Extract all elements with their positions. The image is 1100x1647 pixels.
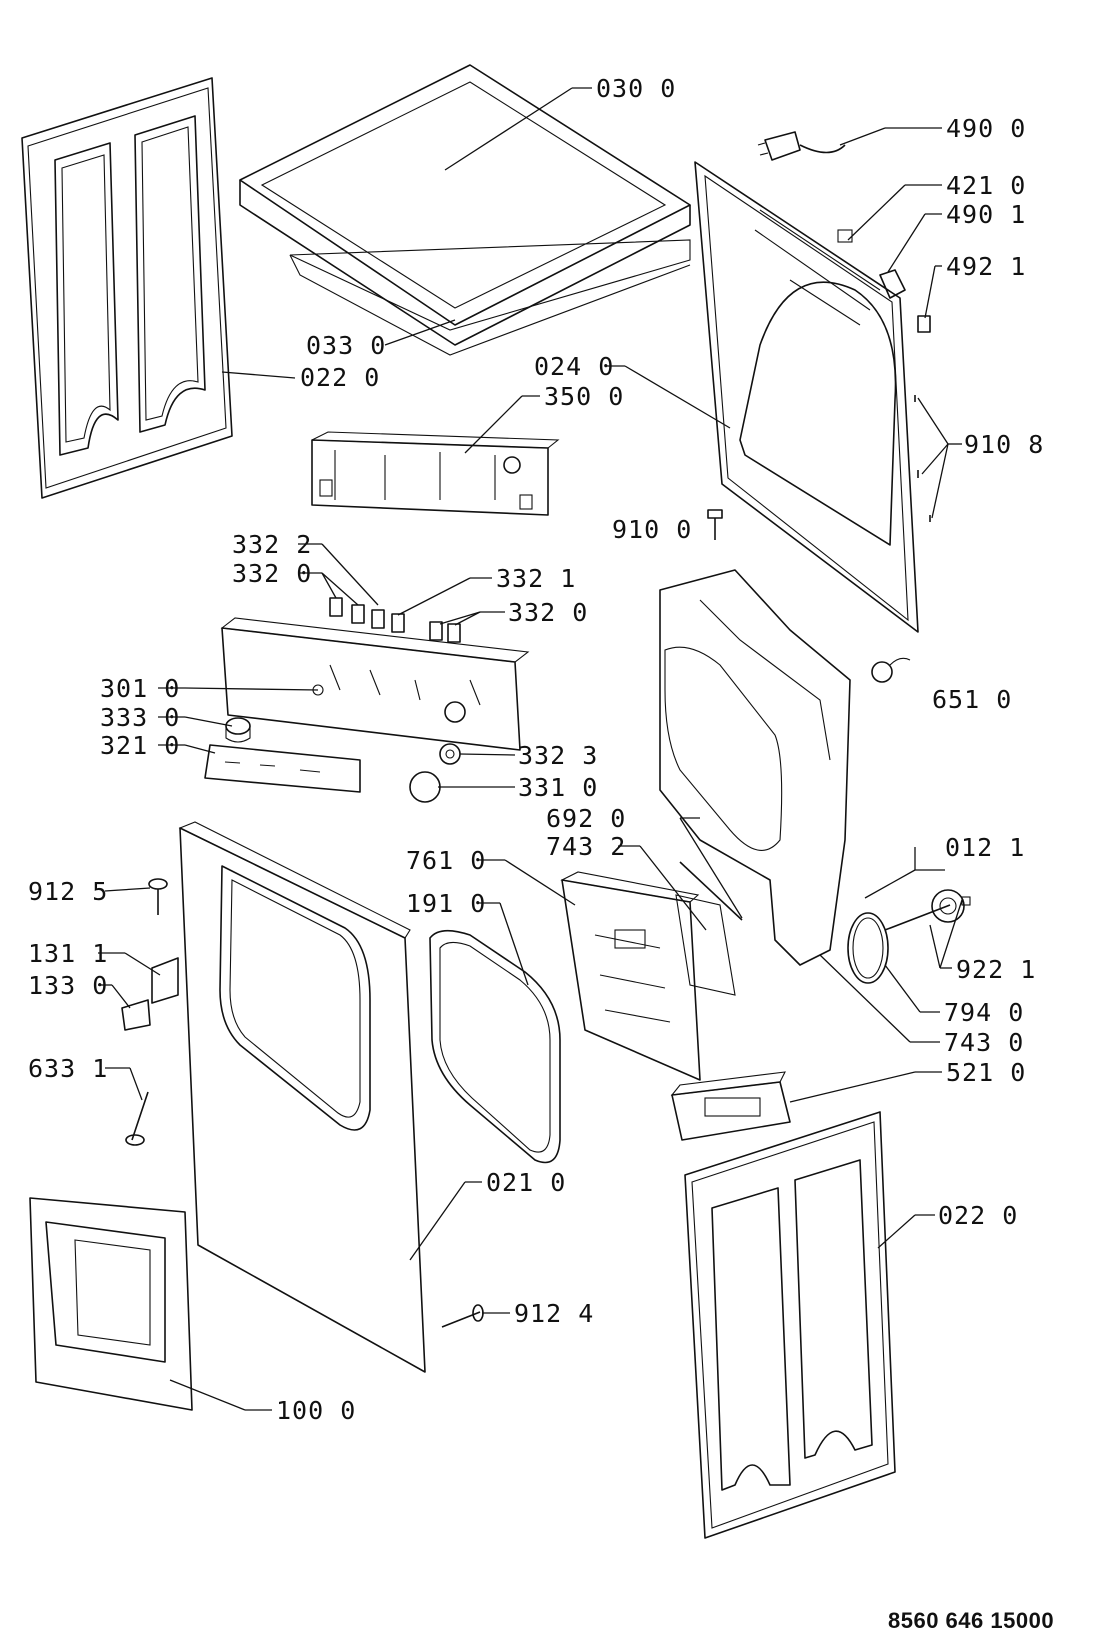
connector-parts	[879, 269, 931, 333]
door-lock	[121, 957, 179, 1031]
callout-912-4: 912 4	[514, 1299, 594, 1328]
callout-794-0: 794 0	[944, 998, 1024, 1027]
side-panel-left	[21, 77, 233, 499]
drive-belt	[847, 912, 889, 984]
callout-692-0: 692 0	[546, 804, 626, 833]
power-cord	[757, 131, 846, 161]
callout-024-0: 024 0	[534, 352, 614, 381]
callout-133-0: 133 0	[28, 971, 108, 1000]
callout-022-0-right: 022 0	[938, 1201, 1018, 1230]
callout-912-5: 912 5	[28, 877, 108, 906]
callout-331-0: 331 0	[518, 773, 598, 802]
callout-743-0: 743 0	[944, 1028, 1024, 1057]
kick-plate	[29, 1197, 193, 1411]
control-panel	[220, 617, 530, 751]
display-plate	[204, 744, 361, 793]
callout-321-0: 321 0	[100, 731, 180, 760]
callout-131-1: 131 1	[28, 939, 108, 968]
callout-030-0: 030 0	[596, 74, 676, 103]
control-board	[311, 431, 560, 516]
callout-922-1: 922 1	[956, 955, 1036, 984]
callout-301-0: 301 0	[100, 674, 180, 703]
callout-910-0: 910 0	[612, 515, 692, 544]
back-panel	[694, 161, 919, 633]
callout-421-0: 421 0	[946, 171, 1026, 200]
lint-filter	[560, 871, 701, 1081]
callout-743-2: 743 2	[546, 832, 626, 861]
filter-743-2	[675, 894, 736, 996]
callout-332-1: 332 1	[496, 564, 576, 593]
callout-633-1: 633 1	[28, 1054, 108, 1083]
callout-350-0: 350 0	[544, 382, 624, 411]
hinge-pin	[125, 1091, 149, 1146]
motor-pulley	[884, 889, 971, 931]
program-knob	[409, 743, 461, 803]
front-panel	[178, 821, 426, 1373]
callout-761-0: 761 0	[406, 846, 486, 875]
callout-033-0: 033 0	[306, 331, 386, 360]
callout-332-2: 332 2	[232, 530, 312, 559]
callout-332-0-left: 332 0	[232, 559, 312, 588]
side-panel-right	[684, 1111, 896, 1539]
callout-100-0: 100 0	[276, 1396, 356, 1425]
callout-332-0-right: 332 0	[508, 598, 588, 627]
callout-490-0: 490 0	[946, 114, 1026, 143]
callout-490-1: 490 1	[946, 200, 1026, 229]
door-gasket	[429, 929, 561, 1164]
button-keys	[329, 597, 461, 643]
callout-022-0-left: 022 0	[300, 363, 380, 392]
leader-lines	[98, 87, 963, 1411]
callout-492-1: 492 1	[946, 252, 1026, 281]
callout-332-3: 332 3	[518, 741, 598, 770]
screw-912-4	[441, 1304, 484, 1328]
bearing-651	[871, 657, 911, 683]
document-number: 8560 646 15000	[888, 1608, 1055, 1633]
electronic-module	[670, 1071, 791, 1141]
knob-333	[225, 717, 251, 743]
callout-021-0: 021 0	[486, 1168, 566, 1197]
callout-651-0: 651 0	[932, 685, 1012, 714]
callout-191-0: 191 0	[406, 889, 486, 918]
callout-333-0: 333 0	[100, 703, 180, 732]
seal-strip	[679, 861, 743, 921]
screws-910	[707, 395, 931, 540]
screw-912-5	[148, 878, 168, 915]
callout-labels: 030 0 490 0 421 0 490 1 492 1 033 0 022 …	[28, 74, 1044, 1425]
callout-910-8: 910 8	[964, 430, 1044, 459]
callout-521-0: 521 0	[946, 1058, 1026, 1087]
drum-support	[659, 569, 851, 966]
top-lid	[239, 64, 691, 356]
callout-012-1: 012 1	[945, 833, 1025, 862]
